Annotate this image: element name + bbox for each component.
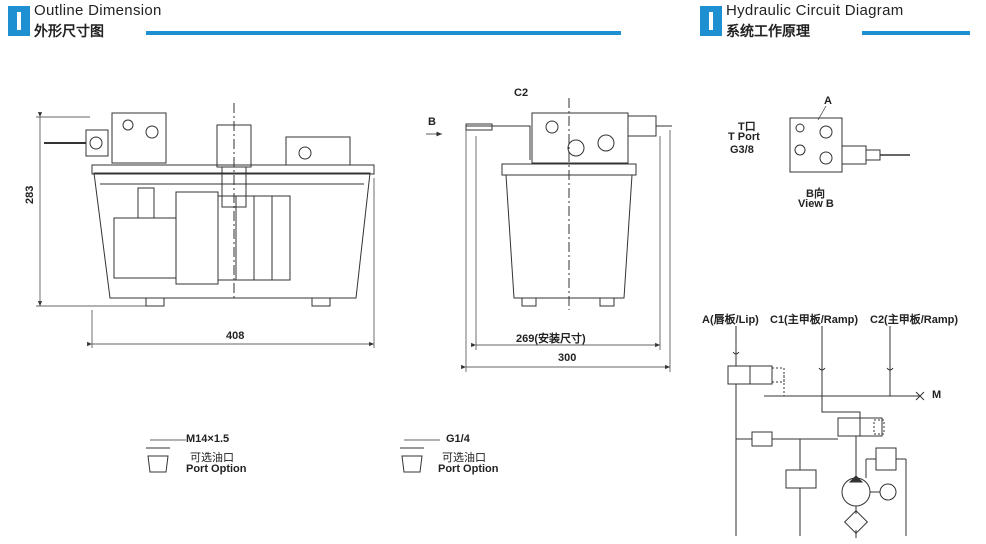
relief-valve	[875, 447, 897, 471]
front-tank	[93, 172, 371, 299]
port-option-1-thread: M14×1.5	[186, 433, 230, 445]
port-option-icons	[146, 439, 440, 473]
flow-control-valve	[785, 469, 817, 489]
header-underline	[862, 31, 970, 35]
side-foot	[599, 297, 615, 307]
view-b-block	[789, 105, 910, 173]
check-valve	[751, 431, 773, 447]
hydraulic-circuit	[727, 326, 925, 538]
header-underline	[146, 31, 621, 35]
circuit-port-c1: C1(主甲板/Ramp)	[770, 314, 859, 326]
header-hydraulic-circuit: Hydraulic Circuit Diagram 系统工作原理	[700, 2, 980, 39]
dim-side-width-label: 300	[558, 352, 577, 364]
side-foot	[521, 297, 537, 307]
dim-height-label: 283	[24, 185, 36, 204]
circuit-port-c2: C2(主甲板/Ramp)	[870, 314, 959, 326]
header-title-zh: 系统工作原理	[726, 23, 810, 39]
dim-front-width-label: 408	[226, 330, 245, 342]
front-valve-block	[111, 112, 167, 164]
section-marker-icon	[8, 6, 30, 36]
c2-port-label: C2	[514, 87, 529, 99]
front-foot	[145, 297, 165, 307]
view-b-en: View B	[798, 198, 834, 210]
motor-icon	[879, 483, 897, 501]
front-foot	[311, 297, 331, 307]
port-option-1-en: Port Option	[186, 463, 247, 475]
front-motor	[113, 217, 177, 279]
port-option-1-icon	[146, 447, 170, 473]
dim-side-install-label: 269(安装尺寸)	[516, 333, 586, 345]
section-marker-icon	[700, 6, 722, 36]
view-b-arrow-label: B	[428, 116, 436, 128]
t-port-en: T Port	[728, 131, 760, 143]
t-port-size: G3/8	[730, 144, 754, 156]
view-b-zh: B向	[806, 188, 825, 200]
port-option-2-en: Port Option	[438, 463, 499, 475]
t-port-zh: T口	[738, 121, 756, 133]
port-option-2-zh: 可选油口	[442, 452, 486, 464]
side-valve-block	[531, 112, 629, 164]
circuit-m-label: M	[932, 389, 942, 401]
header-title-en: Outline Dimension	[34, 2, 162, 19]
header-title-en: Hydraulic Circuit Diagram	[726, 2, 904, 19]
circuit-port-a: A(唇板/Lip)	[702, 314, 759, 326]
front-view	[36, 103, 375, 348]
port-a-label: A	[824, 95, 832, 107]
filter-icon	[843, 509, 869, 535]
header-outline-dimension: Outline Dimension 外形尺寸图	[8, 2, 621, 39]
header-title-zh: 外形尺寸图	[34, 23, 104, 39]
port-option-2-icon	[400, 447, 424, 473]
port-option-1-zh: 可选油口	[190, 452, 234, 464]
side-view	[426, 98, 672, 372]
port-option-2-thread: G1/4	[446, 433, 470, 445]
